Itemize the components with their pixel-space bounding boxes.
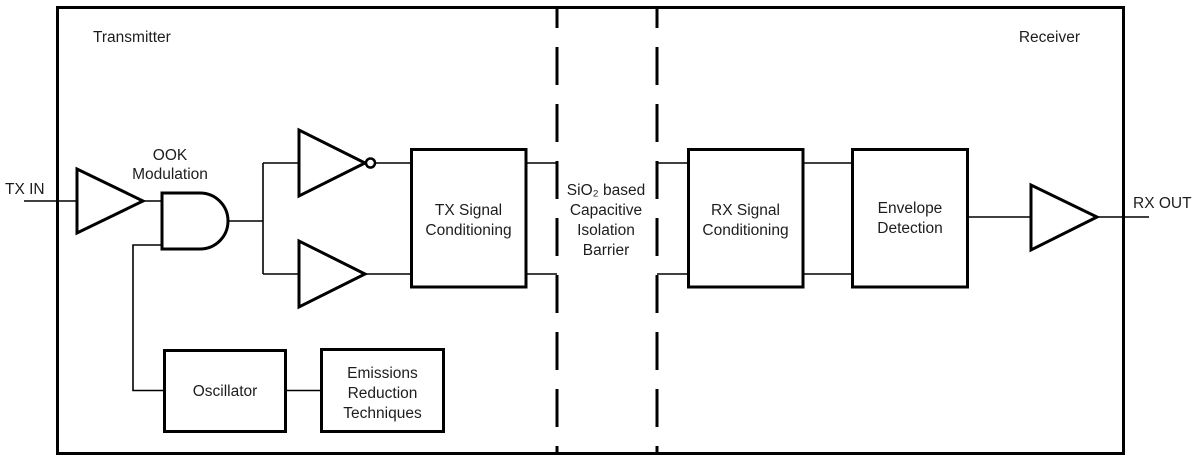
oscillator-block bbox=[163, 349, 287, 433]
emissions-reduction-label-line2: Reduction bbox=[348, 385, 418, 402]
labels: Transmitter Receiver TX IN RX OUT OOK Mo… bbox=[5, 29, 1192, 422]
function-blocks bbox=[163, 148, 969, 433]
rx-output-buffer-icon bbox=[1029, 182, 1101, 253]
oscillator-label: Oscillator bbox=[193, 383, 258, 400]
transmitter-region-label: Transmitter bbox=[93, 29, 171, 46]
isolation-barrier-label-line3: Isolation bbox=[577, 222, 635, 239]
tx-signal-conditioning-label-line1: TX Signal bbox=[435, 202, 502, 219]
non-inverting-buffer-icon bbox=[297, 238, 369, 310]
tx-signal-conditioning-label-line2: Conditioning bbox=[425, 222, 511, 239]
isolation-barrier-label-line1: SiO₂ based bbox=[567, 182, 645, 199]
receiver-region-label: Receiver bbox=[1019, 29, 1080, 46]
rx-signal-conditioning-label-line1: RX Signal bbox=[711, 202, 780, 219]
and-gate-icon bbox=[160, 191, 230, 251]
rx-signal-conditioning-label-line2: Conditioning bbox=[702, 222, 788, 239]
isolation-barrier-label-line2: Capacitive bbox=[570, 202, 642, 219]
ook-modulation-label-line1: OOK bbox=[153, 147, 188, 164]
gates bbox=[75, 127, 1101, 310]
isolation-barrier bbox=[555, 9, 659, 453]
emissions-reduction-label-line3: Techniques bbox=[343, 405, 422, 422]
emissions-reduction-label-line1: Emissions bbox=[347, 365, 418, 382]
tx-signal-conditioning-block bbox=[410, 148, 528, 289]
tx-in-port-label: TX IN bbox=[5, 181, 45, 198]
ook-modulation-label-line2: Modulation bbox=[132, 166, 208, 183]
rx-signal-conditioning-block bbox=[687, 148, 805, 289]
envelope-detection-label-line2: Detection bbox=[877, 220, 942, 237]
isolation-barrier-label-line4: Barrier bbox=[583, 242, 630, 259]
rx-out-port-label: RX OUT bbox=[1133, 195, 1192, 212]
envelope-detection-label-line1: Envelope bbox=[878, 200, 943, 217]
oscillator-to-and-wire bbox=[132, 244, 164, 392]
emissions-reduction-block bbox=[320, 348, 445, 433]
envelope-detection-block bbox=[851, 148, 969, 289]
inverter-bubble-icon bbox=[364, 157, 377, 169]
tx-input-buffer-icon bbox=[75, 166, 147, 236]
wires bbox=[24, 162, 1149, 392]
inverter-icon bbox=[297, 127, 369, 199]
